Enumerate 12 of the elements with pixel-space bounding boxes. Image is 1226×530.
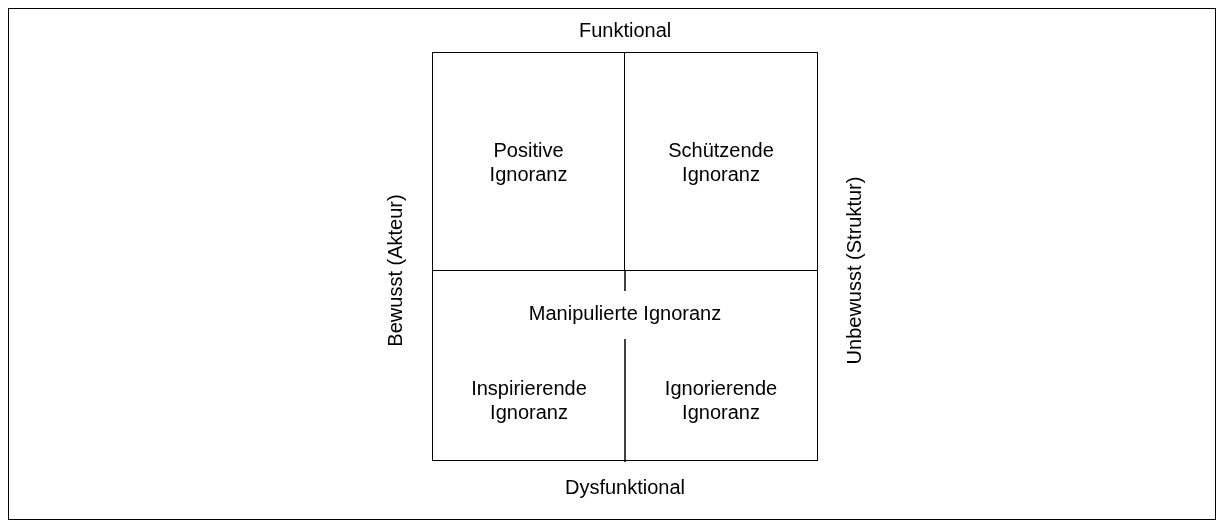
axis-label: Dysfunktional (565, 475, 686, 499)
quadrant-label: Manipulierte Ignoranz (527, 301, 723, 325)
quadrant-label: Inspirierende Ignoranz (470, 376, 588, 424)
quadrant-cell (432, 52, 625, 271)
quadrant-label: Positive Ignoranz (488, 137, 569, 186)
axis-label: Bewusst (Akteur) (383, 193, 407, 347)
axis-label: Funktional (579, 18, 672, 42)
quadrant-label: Ignorierende Ignoranz (663, 376, 779, 424)
quadrant-cell (624, 52, 818, 271)
axis-label: Unbewusst (Struktur) (843, 176, 867, 364)
quadrant-band (432, 270, 818, 461)
quadrant-label: Schützende Ignoranz (667, 137, 775, 186)
